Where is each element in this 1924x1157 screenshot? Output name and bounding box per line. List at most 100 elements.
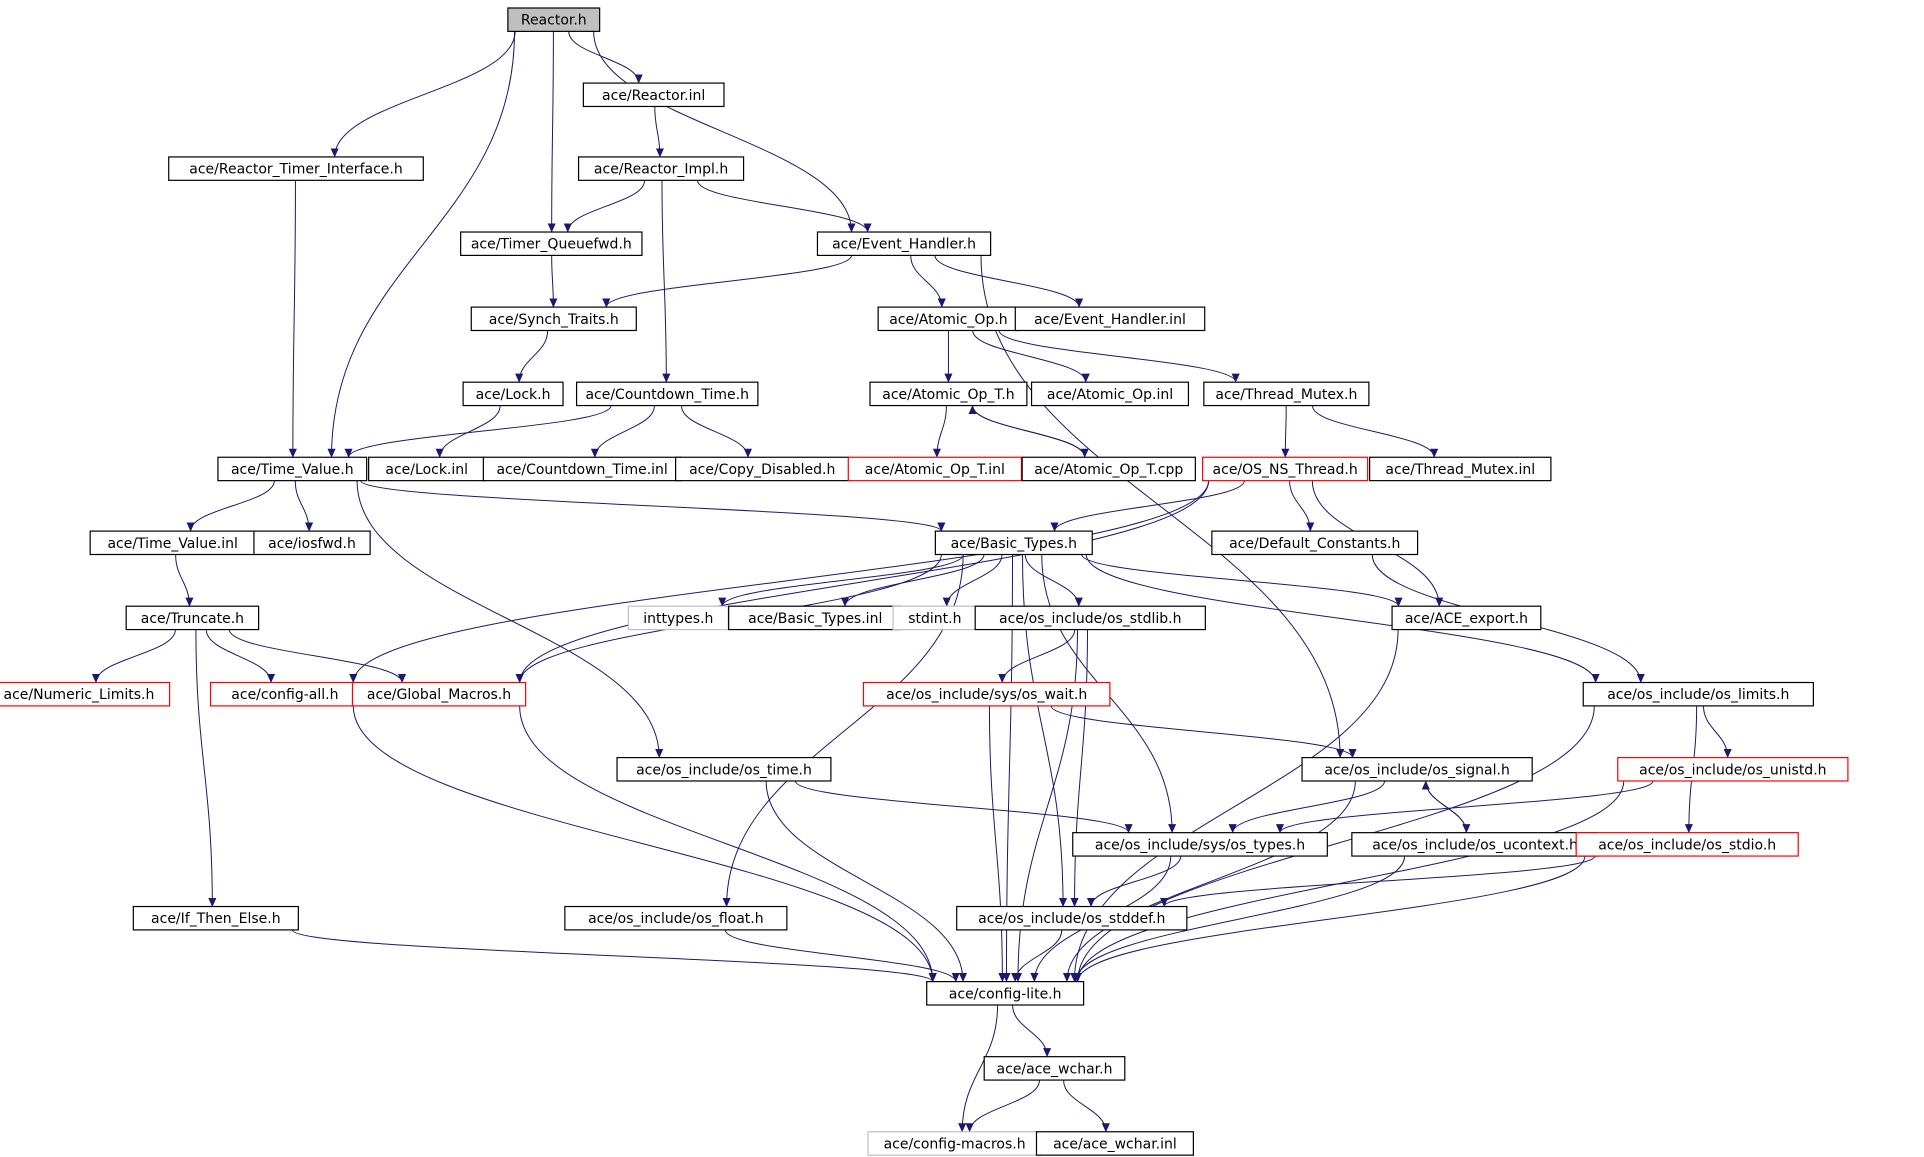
node-reactor-inl[interactable]: ace/Reactor.inl bbox=[582, 82, 725, 108]
node-config-all[interactable]: ace/config-all.h bbox=[209, 681, 360, 707]
node-label: ace/os_include/os_unistd.h bbox=[1639, 762, 1826, 778]
dependency-edge bbox=[968, 405, 1086, 458]
dependency-edge bbox=[590, 405, 655, 458]
node-ace-export[interactable]: ace/ACE_export.h bbox=[1391, 605, 1542, 631]
node-stdint: stdint.h bbox=[892, 605, 978, 631]
dependency-edge bbox=[1073, 780, 1625, 983]
dependency-edge bbox=[568, 31, 643, 84]
node-box bbox=[462, 381, 564, 407]
node-box bbox=[1575, 832, 1799, 857]
dependency-edge bbox=[910, 255, 946, 308]
node-atomic-op-t-inl[interactable]: ace/Atomic_Op_T.inl bbox=[847, 456, 1023, 482]
node-ace-wchar[interactable]: ace/ace_wchar.h bbox=[983, 1056, 1126, 1081]
node-reactor-timer-interface[interactable]: ace/Reactor_Timer_Interface.h bbox=[168, 156, 424, 181]
node-numeric-limits[interactable]: ace/Numeric_Limits.h bbox=[0, 681, 171, 707]
node-thread-mutex[interactable]: ace/Thread_Mutex.h bbox=[1203, 381, 1370, 407]
node-label: ace/Atomic_Op_T.cpp bbox=[1034, 462, 1183, 478]
node-box bbox=[1391, 605, 1542, 631]
node-label: ace/Atomic_Op.inl bbox=[1047, 387, 1173, 403]
node-label: Reactor.h bbox=[521, 13, 587, 29]
node-os-types[interactable]: ace/os_include/sys/os_types.h bbox=[1072, 832, 1328, 857]
node-default-constants[interactable]: ace/Default_Constants.h bbox=[1211, 530, 1419, 556]
dependency-edge bbox=[175, 554, 194, 607]
node-synch-traits[interactable]: ace/Synch_Traits.h bbox=[470, 306, 637, 332]
node-label: ace/Countdown_Time.inl bbox=[496, 462, 667, 478]
node-iosfwd[interactable]: ace/iosfwd.h bbox=[253, 530, 371, 556]
node-os-time[interactable]: ace/os_include/os_time.h bbox=[616, 756, 832, 782]
node-countdown-time[interactable]: ace/Countdown_Time.h bbox=[575, 381, 759, 407]
node-ace-wchar-inl[interactable]: ace/ace_wchar.inl bbox=[1035, 1131, 1194, 1156]
node-basic-types[interactable]: ace/Basic_Types.h bbox=[934, 530, 1093, 556]
dependency-edge bbox=[718, 554, 964, 607]
node-os-limits[interactable]: ace/os_include/os_limits.h bbox=[1582, 681, 1814, 707]
node-os-stdio[interactable]: ace/os_include/os_stdio.h bbox=[1575, 832, 1799, 857]
node-label: ace/ace_wchar.inl bbox=[1053, 1136, 1177, 1152]
dependency-edge bbox=[765, 780, 968, 983]
node-box bbox=[460, 231, 643, 257]
node-os-float[interactable]: ace/os_include/os_float.h bbox=[564, 905, 788, 931]
node-atomic-op-inl[interactable]: ace/Atomic_Op.inl bbox=[1030, 381, 1190, 407]
node-timer-queuefwd[interactable]: ace/Timer_Queuefwd.h bbox=[460, 231, 643, 257]
node-os-wait[interactable]: ace/os_include/sys/os_wait.h bbox=[862, 681, 1111, 707]
dependency-edge bbox=[1086, 855, 1182, 907]
node-truncate[interactable]: ace/Truncate.h bbox=[125, 605, 260, 631]
node-label: ace/Truncate.h bbox=[141, 611, 244, 627]
node-config-lite[interactable]: ace/config-lite.h bbox=[926, 981, 1085, 1006]
dependency-edge bbox=[1024, 554, 1083, 607]
node-time-value-inl[interactable]: ace/Time_Value.inl bbox=[89, 530, 256, 556]
node-label: ace/Thread_Mutex.h bbox=[1215, 387, 1357, 403]
node-lock-inl[interactable]: ace/Lock.inl bbox=[368, 456, 486, 482]
dependency-edge bbox=[958, 1004, 999, 1133]
node-os-stdlib[interactable]: ace/os_include/os_stdlib.h bbox=[974, 605, 1206, 631]
node-global-macros[interactable]: ace/Global_Macros.h bbox=[351, 681, 527, 707]
node-label: ace/Thread_Mutex.inl bbox=[1385, 462, 1535, 478]
node-event-handler[interactable]: ace/Event_Handler.h bbox=[816, 231, 992, 257]
dependency-edge bbox=[327, 31, 516, 458]
node-reactor-h[interactable]: Reactor.h bbox=[507, 7, 601, 32]
nodes-layer: Reactor.h ace/Reactor.inl ace/Reactor_Time… bbox=[0, 7, 1849, 1156]
node-lock-h[interactable]: ace/Lock.h bbox=[462, 381, 564, 407]
node-label: ace/Time_Value.inl bbox=[107, 536, 237, 552]
node-countdown-time-inl[interactable]: ace/Countdown_Time.inl bbox=[482, 456, 682, 482]
node-os-ucontext[interactable]: ace/os_include/os_ucontext.h bbox=[1351, 832, 1599, 857]
node-label: ace/Reactor.inl bbox=[602, 88, 705, 104]
node-atomic-op-t-cpp[interactable]: ace/Atomic_Op_T.cpp bbox=[1021, 456, 1196, 482]
node-label: ace/Countdown_Time.h bbox=[585, 387, 749, 403]
dependency-edge bbox=[1081, 554, 1403, 607]
node-box bbox=[1021, 456, 1196, 482]
node-event-handler-inl[interactable]: ace/Event_Handler.inl bbox=[1014, 306, 1206, 332]
node-atomic-op[interactable]: ace/Atomic_Op.h bbox=[877, 306, 1020, 332]
node-label: ace/ace_wchar.h bbox=[997, 1061, 1113, 1077]
node-if-then-else[interactable]: ace/If_Then_Else.h bbox=[132, 905, 299, 931]
node-basic-types-inl[interactable]: ace/Basic_Types.inl bbox=[728, 605, 903, 631]
dependency-edge bbox=[680, 405, 752, 458]
dependency-edge bbox=[549, 255, 558, 308]
node-box bbox=[862, 681, 1111, 707]
node-os-unistd[interactable]: ace/os_include/os_unistd.h bbox=[1617, 756, 1849, 782]
dependency-edge bbox=[294, 480, 314, 532]
dependency-edge bbox=[1281, 405, 1290, 458]
node-inttypes: inttypes.h bbox=[627, 605, 729, 631]
node-box bbox=[577, 156, 745, 181]
dependency-edge bbox=[932, 405, 947, 458]
dependency-edge bbox=[1073, 856, 1586, 983]
node-box bbox=[1030, 381, 1190, 407]
node-label: ace/os_include/sys/os_types.h bbox=[1095, 837, 1305, 853]
node-box bbox=[1211, 530, 1419, 556]
dependency-edge bbox=[934, 255, 1084, 308]
node-os-signal[interactable]: ace/os_include/os_signal.h bbox=[1301, 756, 1533, 782]
node-os-stddef[interactable]: ace/os_include/os_stddef.h bbox=[956, 905, 1188, 931]
node-time-value[interactable]: ace/Time_Value.h bbox=[217, 456, 368, 482]
dependency-edge bbox=[1160, 855, 1596, 907]
dependency-edge bbox=[998, 330, 1240, 383]
node-copy-disabled[interactable]: ace/Copy_Disabled.h bbox=[675, 456, 850, 482]
node-box bbox=[217, 456, 368, 482]
node-os-ns-thread[interactable]: ace/OS_NS_Thread.h bbox=[1202, 456, 1369, 482]
node-reactor-impl[interactable]: ace/Reactor_Impl.h bbox=[577, 156, 745, 181]
node-thread-mutex-inl[interactable]: ace/Thread_Mutex.inl bbox=[1369, 456, 1552, 482]
dependency-edge bbox=[435, 405, 501, 458]
dependency-edge bbox=[942, 554, 1003, 607]
node-box bbox=[1369, 456, 1552, 482]
dependency-edge bbox=[1063, 1080, 1110, 1133]
node-atomic-op-t[interactable]: ace/Atomic_Op_T.h bbox=[869, 381, 1028, 407]
